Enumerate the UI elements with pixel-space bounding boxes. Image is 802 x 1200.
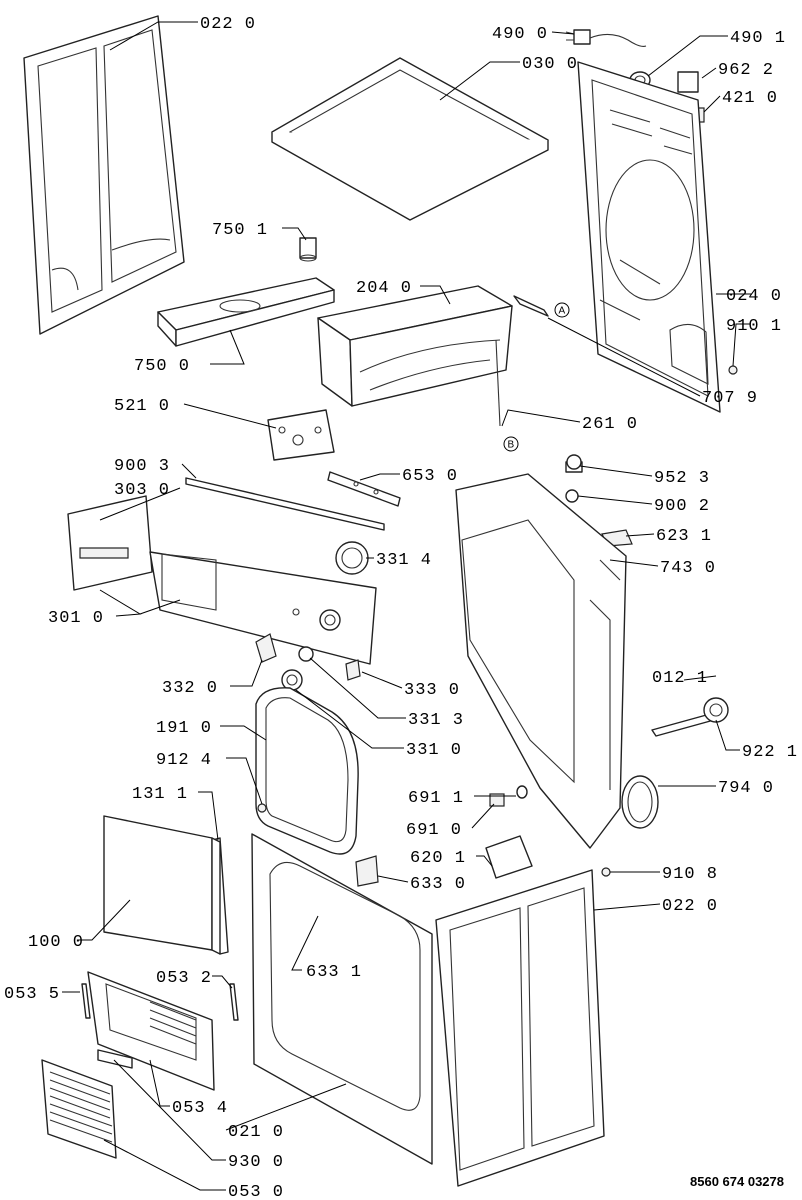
- label-521-0: 521 0: [114, 397, 170, 416]
- label-261-0: 261 0: [582, 415, 638, 434]
- label-750-0: 750 0: [134, 357, 190, 376]
- door: [103, 815, 221, 955]
- label-707-9: 707 9: [702, 389, 758, 408]
- marker-b-letter: B: [508, 440, 515, 451]
- switch-333: [345, 659, 361, 681]
- bracket-653: [327, 471, 401, 507]
- marker-a-letter: A: [559, 306, 566, 317]
- knob-900-2: [565, 489, 579, 503]
- label-912-4: 912 4: [156, 751, 212, 770]
- small-cup: [299, 237, 317, 262]
- label-930-0: 930 0: [228, 1153, 284, 1172]
- motor-shaft: [651, 713, 715, 737]
- screw-912: [257, 803, 267, 813]
- tube-930: [97, 1049, 133, 1069]
- label-910-8: 910 8: [662, 865, 718, 884]
- label-021-0: 021 0: [228, 1123, 284, 1142]
- knob-dial: [335, 541, 369, 575]
- detergent-drawer: [67, 495, 153, 591]
- side-panel-left: [23, 15, 185, 335]
- label-303-0: 303 0: [114, 481, 170, 500]
- label-691-1: 691 1: [408, 789, 464, 808]
- drum-housing: [455, 473, 627, 849]
- label-910-1: 910 1: [726, 317, 782, 336]
- label-331-4: 331 4: [376, 551, 432, 570]
- marker-b: B: [503, 436, 519, 452]
- label-022-0-top: 022 0: [200, 15, 256, 34]
- pin-053-2: [229, 983, 239, 1021]
- module-620: [485, 835, 533, 879]
- label-900-3: 900 3: [114, 457, 170, 476]
- label-024-0: 024 0: [726, 287, 782, 306]
- label-490-0: 490 0: [492, 25, 548, 44]
- electronic-board: [267, 409, 335, 461]
- knob-952: [565, 454, 583, 473]
- label-421-0: 421 0: [722, 89, 778, 108]
- label-030-0: 030 0: [522, 55, 578, 74]
- part-labels: 022 0 490 0 490 1 030 0 962 2 421 0 750 …: [4, 15, 798, 1200]
- screw-rear: [728, 365, 738, 375]
- latch-633-0: [355, 855, 379, 887]
- switch-332: [255, 633, 277, 663]
- front-panel: [251, 833, 433, 1165]
- panel-rail: [185, 477, 385, 531]
- label-131-1: 131 1: [132, 785, 188, 804]
- drawer-holder: [157, 277, 335, 347]
- label-750-1: 750 1: [212, 221, 268, 240]
- label-962-2: 962 2: [718, 61, 774, 80]
- label-053-4: 053 4: [172, 1099, 228, 1118]
- marker-a: A: [554, 302, 570, 318]
- kick-plate-frame: [87, 971, 215, 1091]
- sensor-691: [489, 793, 505, 807]
- label-053-0: 053 0: [228, 1183, 284, 1200]
- knob-331-0: [281, 669, 303, 691]
- side-panel-right: [435, 869, 605, 1187]
- ring-691: [516, 785, 528, 799]
- top-cover: [271, 57, 549, 221]
- label-922-1: 922 1: [742, 743, 798, 762]
- small-label-part: [677, 71, 699, 93]
- label-620-1: 620 1: [410, 849, 466, 868]
- leader-lines: [62, 21, 752, 1191]
- label-952-3: 952 3: [654, 469, 710, 488]
- label-100-0: 100 0: [28, 933, 84, 952]
- label-623-1: 623 1: [656, 527, 712, 546]
- label-331-0: 331 0: [406, 741, 462, 760]
- label-333-0: 333 0: [404, 681, 460, 700]
- control-panel: [149, 551, 377, 665]
- document-id: 8560 674 03278: [690, 1174, 784, 1189]
- hose-part: [513, 295, 549, 317]
- grille: [41, 1059, 117, 1159]
- label-012-1: 012 1: [652, 669, 708, 688]
- power-cord: [565, 29, 647, 47]
- knob-331-3: [298, 646, 314, 662]
- label-191-0: 191 0: [156, 719, 212, 738]
- rear-panel: [577, 61, 721, 413]
- screw-910-8: [601, 867, 611, 877]
- label-743-0: 743 0: [660, 559, 716, 578]
- label-332-0: 332 0: [162, 679, 218, 698]
- pin-053-5: [81, 983, 91, 1019]
- label-490-1: 490 1: [730, 29, 786, 48]
- pulley: [703, 697, 729, 723]
- label-053-5: 053 5: [4, 985, 60, 1004]
- label-053-2: 053 2: [156, 969, 212, 988]
- label-204-0: 204 0: [356, 279, 412, 298]
- label-633-0: 633 0: [410, 875, 466, 894]
- belt-ring: [621, 775, 659, 829]
- label-691-0: 691 0: [406, 821, 462, 840]
- label-900-2: 900 2: [654, 497, 710, 516]
- door-seal: [255, 687, 359, 855]
- label-794-0: 794 0: [718, 779, 774, 798]
- water-container-housing: [317, 285, 513, 427]
- label-331-3: 331 3: [408, 711, 464, 730]
- label-653-0: 653 0: [402, 467, 458, 486]
- label-633-1: 633 1: [306, 963, 362, 982]
- label-301-0: 301 0: [48, 609, 104, 628]
- label-022-0-bottom: 022 0: [662, 897, 718, 916]
